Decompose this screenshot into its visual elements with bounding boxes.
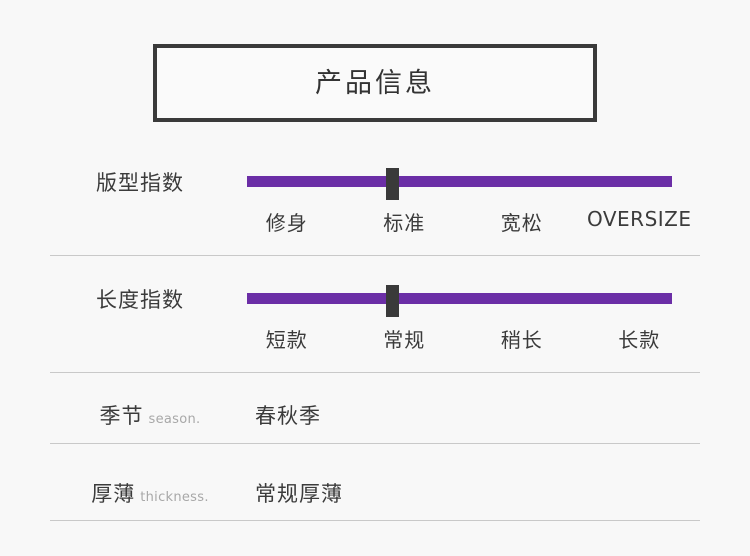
scale-item-length-2[interactable]: 稍长 — [500, 328, 543, 352]
scale-item-fit-0[interactable]: 修身 — [265, 211, 308, 235]
divider-3 — [50, 443, 700, 444]
page-title-box: 产品信息 — [153, 44, 597, 122]
scale-item-length-0[interactable]: 短款 — [265, 328, 308, 352]
scale-item-fit-1[interactable]: 标准 — [383, 211, 426, 235]
slider-label-length: 长度指数 — [96, 288, 184, 312]
divider-1 — [50, 255, 700, 256]
info-label-thickness-cn: 厚薄 — [91, 482, 136, 506]
slider-thumb-fit[interactable] — [385, 168, 399, 200]
slider-scale-fit: 修身 标准 宽松 OVERSIZE — [228, 207, 698, 236]
slider-track-fit[interactable] — [247, 176, 672, 187]
slider-fit[interactable] — [247, 155, 672, 201]
slider-length[interactable] — [247, 272, 672, 318]
divider-4 — [50, 520, 700, 521]
info-label-season: 季节 season. — [50, 400, 250, 430]
scale-item-length-3[interactable]: 长款 — [618, 328, 661, 352]
slider-track-length[interactable] — [247, 293, 672, 304]
scale-item-fit-3[interactable]: OVERSIZE — [586, 207, 692, 231]
scale-item-length-1[interactable]: 常规 — [383, 328, 426, 352]
info-row-thickness: 厚薄 thickness. 常规厚薄 — [0, 478, 750, 518]
info-label-thickness: 厚薄 thickness. — [50, 478, 250, 508]
info-label-thickness-en: thickness. — [140, 490, 209, 505]
slider-scale-length: 短款 常规 稍长 长款 — [228, 324, 698, 353]
slider-thumb-length[interactable] — [385, 285, 399, 317]
divider-2 — [50, 372, 700, 373]
info-label-season-en: season. — [148, 412, 201, 427]
scale-item-fit-2[interactable]: 宽松 — [500, 211, 543, 235]
page-title: 产品信息 — [315, 67, 435, 99]
info-value-thickness: 常规厚薄 — [255, 482, 343, 506]
slider-label-fit: 版型指数 — [96, 171, 184, 195]
info-label-season-cn: 季节 — [99, 404, 144, 428]
info-row-season: 季节 season. 春秋季 — [0, 400, 750, 440]
info-value-season: 春秋季 — [255, 404, 321, 428]
